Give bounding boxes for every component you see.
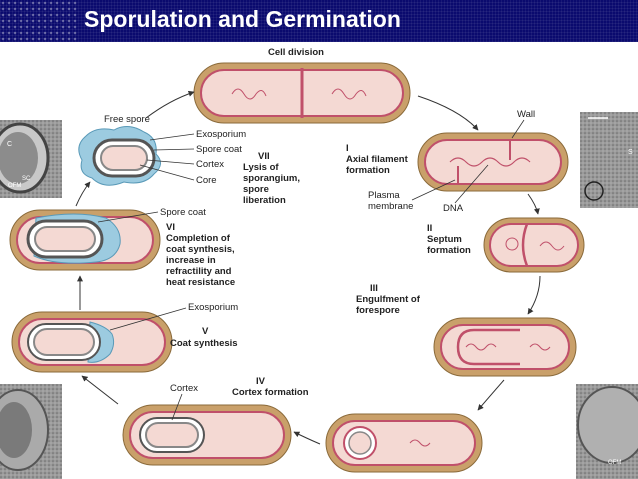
label-exosporium-v: Exosporium xyxy=(188,302,238,313)
stage-v-cell: Exosporium V Coat synthesis xyxy=(11,302,238,373)
stage-ii-cell: II Septum formation xyxy=(427,217,585,273)
stage-ii-num: II xyxy=(427,223,432,234)
title-bar: Sporulation and Germination xyxy=(0,0,638,42)
sporulation-diagram: C SC OFM S OFM Cell division Wall I xyxy=(0,47,638,479)
micrograph-label-ofm2: OFM xyxy=(608,460,621,466)
label-membrane: membrane xyxy=(368,201,413,212)
micrograph-label-s: S xyxy=(628,149,633,156)
micrograph-label-c: C xyxy=(7,141,12,148)
micrograph-bottom-left xyxy=(0,384,62,479)
label-spore-coat-vi: Spore coat xyxy=(160,207,206,218)
label-spore-coat-top: Spore coat xyxy=(196,144,242,155)
stage-vi-line5: heat resistance xyxy=(166,277,235,288)
label-wall: Wall xyxy=(517,109,535,120)
micrograph-label-ofm: OFM xyxy=(8,183,21,189)
stage-vi-cell: Spore coat VI Completion of coat synthes… xyxy=(9,207,235,288)
label-dna: DNA xyxy=(443,203,464,214)
stage-vi-line4: refractility and xyxy=(166,266,232,277)
label-cortex-iv: Cortex xyxy=(170,383,198,394)
stage-vii-line2: sporangium, xyxy=(243,173,300,184)
stage-iv-cell: IV Cortex formation Cortex xyxy=(122,376,309,466)
stage-vi-line1: Completion of xyxy=(166,233,231,244)
stage-iv-cell-right xyxy=(325,413,483,473)
stage-vii-num: VII xyxy=(258,151,270,162)
stage-iv-line1: Cortex formation xyxy=(232,387,309,398)
title-pattern xyxy=(0,0,78,42)
micrograph-bottom-right: OFM xyxy=(576,384,638,479)
stage-iii-line1: Engulfment of xyxy=(356,294,421,305)
stage-iv-num: IV xyxy=(256,376,266,387)
free-spore: Free spore Exosporium Spore coat Cortex … xyxy=(78,114,300,206)
label-cell-division: Cell division xyxy=(268,47,324,58)
cycle-arrows xyxy=(75,90,541,445)
stage-v-line1: Coat synthesis xyxy=(170,338,238,349)
label-exosporium-top: Exosporium xyxy=(196,129,246,140)
stage-vii-line3: spore xyxy=(243,184,269,195)
stage-iii-line2: forespore xyxy=(356,305,400,316)
cell-division: Cell division xyxy=(193,47,411,124)
stage-ii-line1: Septum xyxy=(427,234,462,245)
stage-i-num: I xyxy=(346,143,349,154)
stage-iii-num: III xyxy=(370,283,378,294)
stage-ii-line2: formation xyxy=(427,245,471,256)
label-plasma: Plasma xyxy=(368,190,400,201)
label-free-spore: Free spore xyxy=(104,114,150,125)
micrograph-top-left: C SC OFM xyxy=(0,120,62,198)
micrograph-label-sc: SC xyxy=(22,176,31,182)
label-core: Core xyxy=(196,175,217,186)
label-cortex-top: Cortex xyxy=(196,159,224,170)
stage-vi-line2: coat synthesis, xyxy=(166,244,235,255)
stage-vi-num: VI xyxy=(166,222,175,233)
stage-i-cell: Wall I Axial filament formation Plasma m… xyxy=(346,109,569,214)
page-title: Sporulation and Germination xyxy=(84,6,401,32)
stage-vii-line4: liberation xyxy=(243,195,286,206)
stage-vii-line1: Lysis of xyxy=(243,162,279,173)
stage-i-line1: Axial filament xyxy=(346,154,409,165)
micrograph-top-right: S xyxy=(580,112,638,208)
stage-vi-line3: increase in xyxy=(166,255,216,266)
stage-v-num: V xyxy=(202,326,209,337)
stage-i-line2: formation xyxy=(346,165,390,176)
stage-iii-cell: III Engulfment of forespore xyxy=(356,283,577,377)
